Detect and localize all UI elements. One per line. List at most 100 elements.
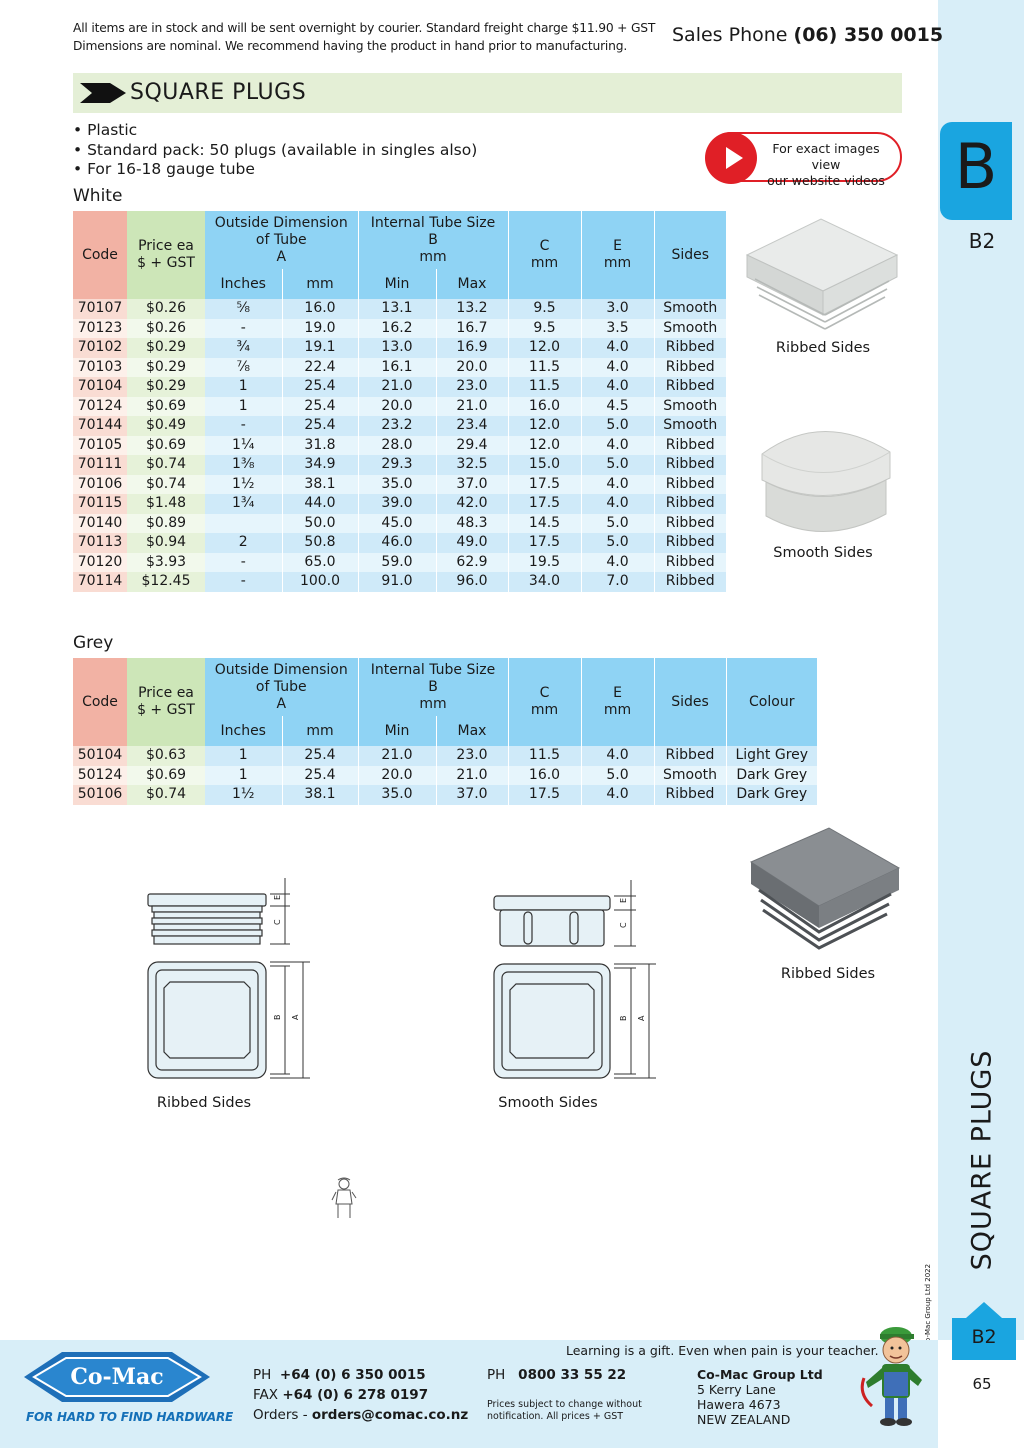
photo-caption: Ribbed Sides (780, 966, 876, 982)
cell-code: 50106 (73, 785, 127, 805)
grey-section-label: Grey (73, 633, 114, 653)
cell-min: 59.0 (357, 552, 436, 572)
cell-code: 50104 (73, 746, 127, 766)
dim-label-e: E (273, 895, 282, 900)
cell-min: 46.0 (357, 533, 436, 553)
orders-email[interactable]: orders@comac.co.nz (311, 1407, 469, 1423)
cell-mm: 25.4 (281, 377, 358, 397)
cell-c: 11.5 (507, 357, 581, 377)
diagram-caption: Ribbed Sides (156, 1095, 252, 1111)
cell-min: 16.2 (357, 318, 436, 338)
cell-price: $0.69 (127, 435, 205, 455)
cell-price: $0.26 (127, 299, 205, 319)
cell-inches (205, 513, 282, 533)
side-title: SQUARE PLUGS (966, 1049, 998, 1271)
photo-caption: Ribbed Sides (775, 340, 871, 356)
cell-max: 96.0 (435, 572, 508, 592)
play-triangle-icon (726, 147, 743, 169)
cell-code: 70124 (73, 396, 127, 416)
footer-orders: Orders - orders@comac.co.nz (253, 1407, 469, 1423)
cell-inches: 1½ (205, 785, 282, 805)
cell-max: 16.7 (435, 318, 508, 338)
cell-price: $0.29 (127, 377, 205, 397)
cell-c: 12.0 (507, 338, 581, 358)
notice-line: Dimensions are nominal. We recommend hav… (73, 39, 628, 53)
cell-mm: 38.1 (281, 474, 358, 494)
sales-phone-label: Sales Phone (672, 24, 788, 46)
dim-label-b: B (273, 1015, 282, 1021)
cell-price: $0.26 (127, 318, 205, 338)
cell-sides: Smooth (653, 765, 726, 785)
title-band (73, 73, 902, 113)
cell-min: 13.1 (357, 299, 436, 319)
cell-inches: 2 (205, 533, 282, 553)
cell-max: 23.0 (435, 377, 508, 397)
cell-code: 70120 (73, 552, 127, 572)
cell-min: 21.0 (357, 746, 436, 766)
cell-max: 32.5 (435, 455, 508, 475)
footer-page-area (938, 1360, 1024, 1448)
cell-sides: Ribbed (653, 338, 726, 358)
cell-mm: 19.0 (281, 318, 358, 338)
cell-sides: Smooth (653, 299, 726, 319)
cell-mm: 25.4 (281, 765, 358, 785)
footer-phone: PH +64 (0) 6 350 0015 (253, 1367, 426, 1383)
footer-fax: FAX +64 (0) 6 278 0197 (253, 1387, 429, 1403)
cell-price: $0.74 (127, 785, 205, 805)
cell-price: $0.94 (127, 533, 205, 553)
section-tab[interactable] (940, 122, 1012, 220)
cell-c: 9.5 (507, 299, 581, 319)
cell-sides: Ribbed (653, 377, 726, 397)
cell-inches: 1 (205, 396, 282, 416)
phone-number[interactable]: +64 (0) 6 350 0015 (279, 1367, 426, 1383)
cell-price: $0.49 (127, 416, 205, 436)
cell-c: 12.0 (507, 435, 581, 455)
video-link-text[interactable]: For exact images view our website videos (767, 141, 885, 188)
cell-code: 70106 (73, 474, 127, 494)
cell-price: $0.29 (127, 357, 205, 377)
cell-price: $0.69 (127, 396, 205, 416)
cell-e: 5.0 (580, 513, 654, 533)
ribbed-plug-diagram: E C B A (147, 878, 310, 1079)
cell-e: 4.0 (580, 474, 654, 494)
section-code: B2 (968, 229, 996, 253)
cell-min: 20.0 (357, 396, 436, 416)
sales-phone-number[interactable]: (06) 350 0015 (793, 24, 944, 46)
cell-min: 21.0 (357, 377, 436, 397)
cell-min: 13.0 (357, 338, 436, 358)
cell-min: 35.0 (357, 785, 436, 805)
cell-e: 4.0 (580, 494, 654, 514)
cell-c: 14.5 (507, 513, 581, 533)
cell-inches: - (205, 552, 282, 572)
cell-min: 91.0 (357, 572, 436, 592)
cell-code: 50124 (73, 765, 127, 785)
cell-price: $0.74 (127, 455, 205, 475)
cell-price: $0.74 (127, 474, 205, 494)
cell-max: 13.2 (435, 299, 508, 319)
section-code-bottom: B2 (971, 1326, 997, 1348)
header-max: Max (435, 716, 508, 746)
feature-item: • For 16-18 gauge tube (73, 160, 255, 178)
cell-e: 4.0 (580, 785, 654, 805)
cell-mm: 50.0 (281, 513, 358, 533)
freephone-number[interactable]: 0800 33 55 22 (518, 1367, 627, 1383)
cell-inches: 1 (205, 377, 282, 397)
cell-e: 4.0 (580, 435, 654, 455)
cell-inches: - (205, 572, 282, 592)
header-inches: Inches (205, 716, 282, 746)
cell-inches: 1½ (205, 474, 282, 494)
cell-code: 70113 (73, 533, 127, 553)
section-code-box[interactable] (952, 1318, 1016, 1360)
cell-mm: 25.4 (281, 396, 358, 416)
cell-min: 23.2 (357, 416, 436, 436)
cell-sides: Smooth (653, 318, 726, 338)
cell-min: 35.0 (357, 474, 436, 494)
cell-c: 17.5 (507, 474, 581, 494)
